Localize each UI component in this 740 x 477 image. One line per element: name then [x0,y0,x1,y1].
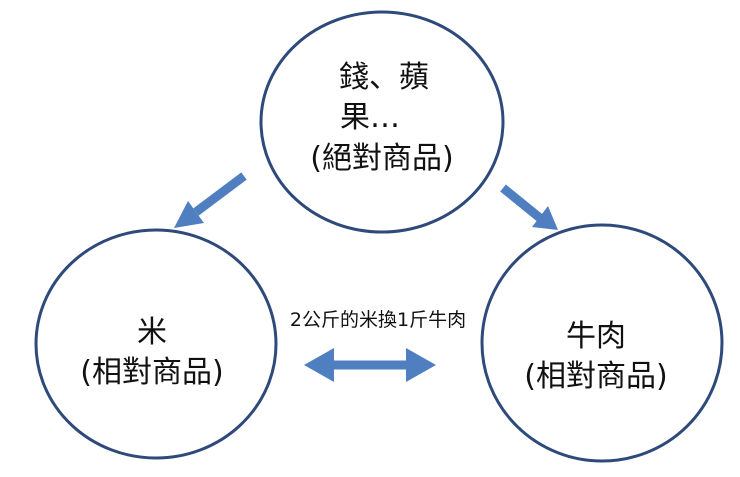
left-node-line1: 米 [137,315,167,350]
top-node-line1: 錢、蘋 [339,60,429,95]
exchange-double-arrow [304,348,436,382]
top-node-line2: 果… [340,100,400,135]
top-node-line3: (絕對商品) [310,141,453,176]
arrow-top-to-left [174,172,247,228]
arrow-top-to-right [500,184,558,230]
top-node-circle [259,10,505,234]
left-node-circle [34,228,278,460]
right-node-line2: (相對商品) [524,359,667,394]
exchange-label: 2公斤的米換1斤牛肉 [290,309,466,331]
right-node-circle [480,223,724,463]
right-node-line1: 牛肉 [566,319,626,354]
left-node-line2: (相對商品) [80,355,223,390]
